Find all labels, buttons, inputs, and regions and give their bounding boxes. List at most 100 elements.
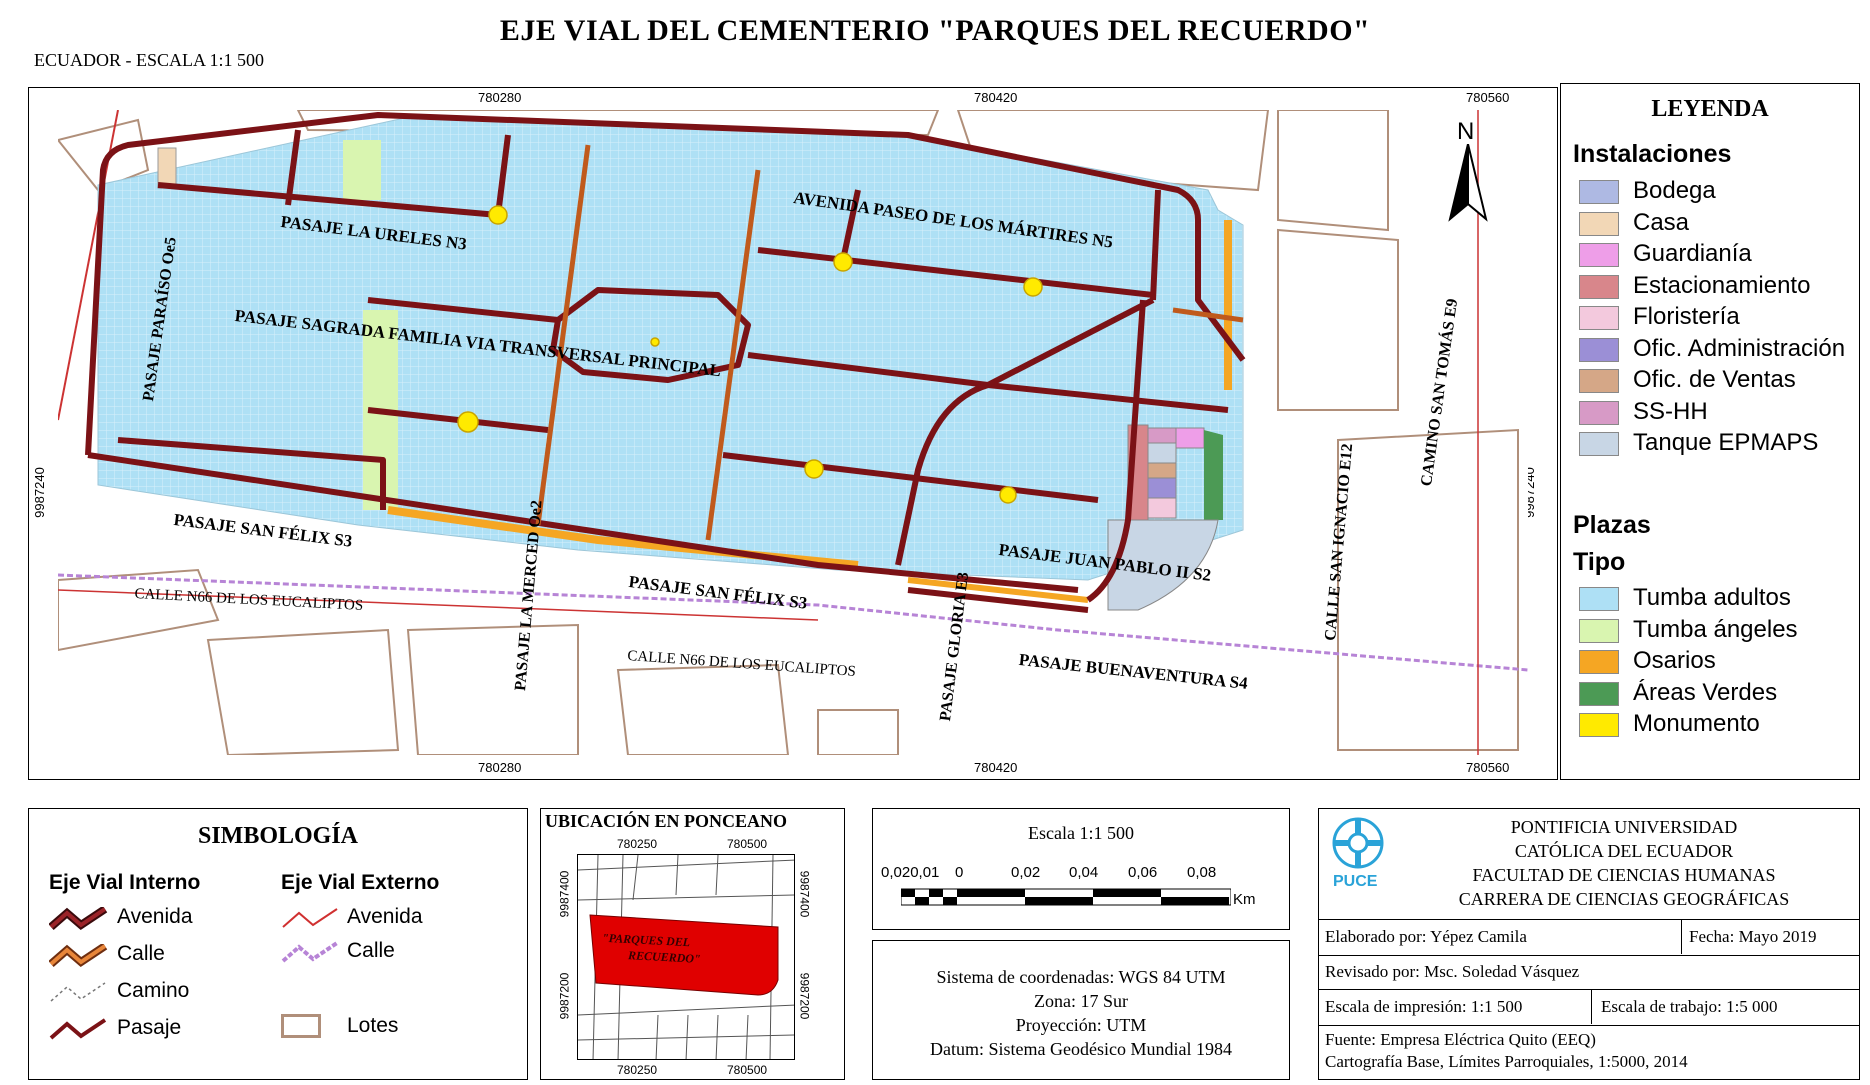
map-canvas [58, 110, 1528, 755]
sistema-line-2: Zona: 17 Sur [1034, 991, 1128, 1011]
legend-instalacion-label: Tanque EPMAPS [1633, 429, 1819, 456]
calle-interno-symbol [49, 944, 108, 968]
legend-tipo-label: Tumba ángeles [1633, 615, 1798, 643]
lotes-symbol [281, 1014, 321, 1038]
ub-x-top-1: 780250 [617, 837, 658, 851]
legend-instalacion-swatch [1579, 306, 1619, 330]
legend-tipo-swatch [1579, 587, 1619, 611]
top-x-label-3: 780560 [1466, 90, 1510, 105]
ubicacion-panel: UBICACIÓN EN PONCEANO "PARQUES DEL RECUE… [540, 808, 845, 1080]
ub-x-top-2: 780500 [727, 837, 768, 851]
calle-externo-symbol [281, 941, 339, 963]
legend-group-plazas: Plazas [1573, 511, 1651, 539]
simbologia-title: SIMBOLOGÍA [197, 823, 359, 849]
top-x-label-1: 780280 [478, 90, 522, 105]
legend-instalacion-label: Ofic. de Ventas [1633, 366, 1796, 393]
osarios-southeast [907, 577, 1089, 603]
puce-emblem-icon [1332, 817, 1384, 869]
fuente-line-2: Cartografía Base, Límites Parroquiales, … [1325, 1052, 1688, 1071]
left-y-label: 9987240 [31, 467, 47, 518]
interno-avenida-label: Avenida [117, 905, 193, 928]
north-label: N [1457, 118, 1475, 145]
legend-instalacion-label: Floristería [1633, 303, 1740, 330]
facilities-cluster [1107, 424, 1223, 611]
map-subtitle: ECUADOR - ESCALA 1:1 500 [34, 50, 265, 70]
row-revisado: Revisado por: Msc. Soledad Vásquez [1319, 955, 1859, 989]
legend-instalacion-swatch [1579, 274, 1619, 299]
legend-instalacion-label: Bodega [1633, 177, 1716, 204]
fecha-text: Fecha: Mayo 2019 [1689, 927, 1817, 946]
revisado-text: Revisado por: Msc. Soledad Vásquez [1325, 962, 1580, 981]
legend-tipo-swatch [1579, 713, 1619, 737]
ub-x-bot-2: 780500 [727, 1063, 768, 1077]
legend-tipo-label: Tumba adultos [1633, 584, 1791, 611]
row-elaborado: Elaborado por: Yépez Camila Fecha: Mayo … [1319, 919, 1859, 955]
puce-logo: PUCE [1327, 815, 1389, 899]
simbologia-panel: SIMBOLOGÍA Eje Vial Interno Eje Vial Ext… [28, 808, 528, 1080]
row-escalas: Escala de impresión: 1:1 500 Escala de t… [1319, 989, 1859, 1025]
legend-tipo-swatch [1579, 650, 1619, 674]
legend-tipo-label: Osarios [1633, 647, 1716, 674]
interno-calle-label: Calle [117, 942, 165, 965]
interno-camino-label: Camino [117, 979, 190, 1002]
interno-pasaje-label: Pasaje [117, 1016, 182, 1039]
scale-tick-label: 0,04 [1069, 864, 1099, 881]
north-arrow: N [1448, 118, 1488, 223]
ub-y-left-2: 9987200 [557, 972, 572, 1020]
legend-instalacion-label: Casa [1633, 208, 1690, 236]
external-road-south-2 [58, 589, 819, 621]
cemetery-blocks [97, 114, 1244, 581]
casa-block [157, 147, 177, 189]
legend-tipo-swatch [1579, 681, 1619, 706]
legend-title: LEYENDA [1651, 96, 1769, 122]
north-arrow-icon [1448, 144, 1488, 222]
legend-instalacion-label: SS-HH [1633, 397, 1708, 425]
puce-logo-text: PUCE [1333, 873, 1378, 890]
internal-calles [535, 144, 1244, 541]
sistema-panel: Sistema de coordenadas: WGS 84 UTM Zona:… [872, 940, 1290, 1080]
top-x-label-2: 780420 [974, 90, 1018, 105]
legend-instalacion-swatch [1579, 337, 1619, 362]
map-title: EJE VIAL DEL CEMENTERIO "PARQUES DEL REC… [499, 14, 1371, 47]
camino-interno-symbol [50, 982, 106, 1002]
legend-instalacion-label: Ofic. Administración [1633, 334, 1846, 362]
legend-instalacion-swatch [1579, 243, 1619, 267]
parques-area [589, 914, 779, 996]
fuente-line-1: Fuente: Empresa Eléctrica Quito (EEQ) [1325, 1030, 1596, 1049]
legend-tipo-label: Monumento [1633, 710, 1760, 737]
avenida-externo-symbol [282, 908, 338, 928]
bottom-x-label-2: 780420 [974, 760, 1018, 775]
externo-lotes-label: Lotes [347, 1014, 399, 1037]
escala-impresion-text: Escala de impresión: 1:1 500 [1325, 997, 1523, 1016]
legend-instalacion-swatch [1579, 432, 1619, 456]
legend-group-tipo: Tipo [1573, 548, 1626, 576]
legend-group-instalaciones: Instalaciones [1573, 140, 1732, 168]
scale-tick-label: 0,020,01 [881, 864, 940, 881]
sistema-line-3: Proyección: UTM [1015, 1015, 1147, 1035]
ub-y-right-1: 9987400 [797, 870, 812, 918]
univ-line-4: CARRERA DE CIENCIAS GEOGRÁFICAS [1458, 889, 1790, 909]
ubicacion-map [578, 855, 794, 1059]
external-lots [58, 110, 1519, 755]
interno-head: Eje Vial Interno [49, 871, 201, 894]
elaborado-text: Elaborado por: Yépez Camila [1325, 927, 1527, 946]
tumba-angeles-1 [343, 140, 381, 200]
externo-calle-label: Calle [347, 939, 395, 962]
externo-avenida-label: Avenida [347, 905, 423, 928]
escala-title: Escala 1:1 500 [1028, 823, 1134, 843]
avenida-interno-symbol [49, 907, 108, 931]
info-panel: PUCE PONTIFICIA UNIVERSIDAD CATÓLICA DEL… [1318, 808, 1860, 1080]
ubicacion-map-frame: "PARQUES DEL RECUERDO" [577, 854, 795, 1060]
escala-trabajo-text: Escala de trabajo: 1:5 000 [1601, 997, 1778, 1016]
scale-bar [901, 888, 1231, 906]
legend-instalacion-swatch [1579, 180, 1619, 204]
legend-instalacion-label: Estacionamiento [1633, 271, 1811, 299]
univ-line-2: CATÓLICA DEL ECUADOR [1514, 841, 1734, 861]
bottom-x-label-3: 780560 [1466, 760, 1510, 775]
row-fuente: Fuente: Empresa Eléctrica Quito (EEQ) Ca… [1319, 1025, 1859, 1079]
scale-tick-label: 0,02 [1011, 864, 1041, 881]
legend-instalacion-swatch [1579, 369, 1619, 393]
